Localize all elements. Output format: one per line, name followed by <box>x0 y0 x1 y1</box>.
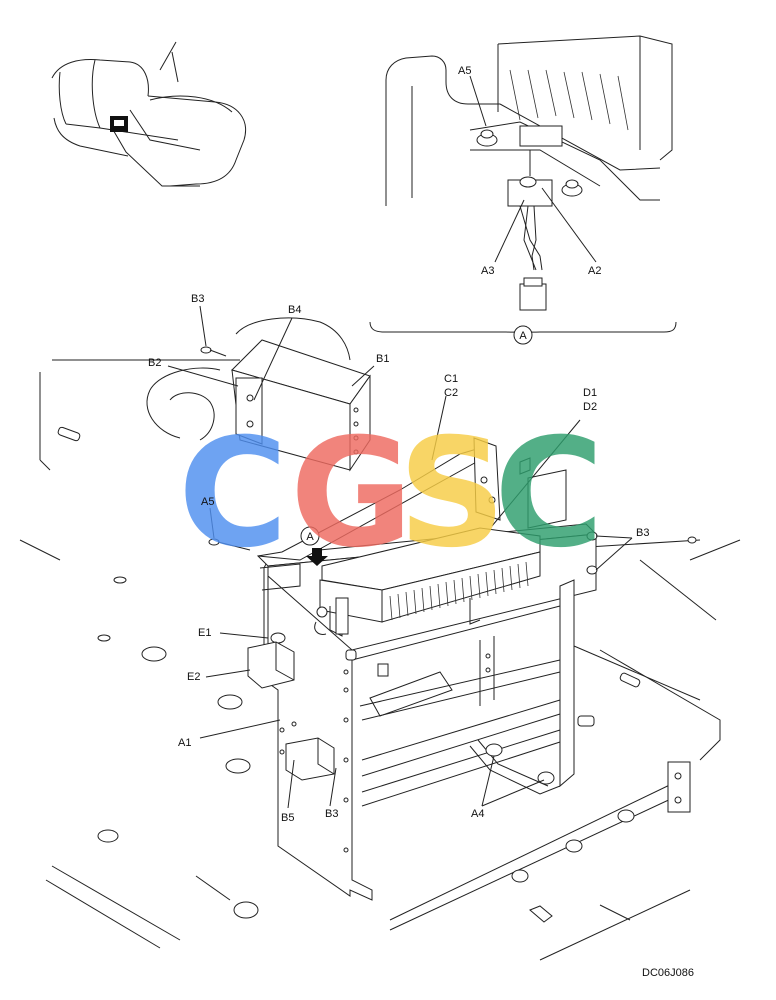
label-b1: B1 <box>376 353 389 365</box>
watermark-letter-c1: C <box>178 407 288 581</box>
label-b3-top: B3 <box>191 293 204 305</box>
watermark-letter-c2: C <box>494 407 604 581</box>
label-a4: A4 <box>471 808 484 820</box>
detail-marker-a-main: A <box>306 531 314 543</box>
seat-location-thumbnail <box>51 41 246 187</box>
label-e2: E2 <box>187 671 200 683</box>
label-a2: A2 <box>588 265 601 277</box>
label-a3: A3 <box>481 265 494 277</box>
label-a5-detail: A5 <box>458 65 471 77</box>
label-a1: A1 <box>178 737 191 749</box>
watermark-letter-g: G <box>290 407 413 581</box>
bolts <box>208 531 697 575</box>
label-d2: D2 <box>583 401 597 413</box>
watermark-letter-s: S <box>398 407 506 581</box>
watermark-cgsc: C G S C <box>178 407 604 581</box>
floor-plate-outlines <box>19 359 741 961</box>
document-code: DC06J086 <box>642 967 694 979</box>
label-b3-bottom: B3 <box>325 808 338 820</box>
label-c2: C2 <box>444 387 458 399</box>
label-e1: E1 <box>198 627 211 639</box>
leader-lines <box>167 305 633 809</box>
connector-b5 <box>285 737 335 781</box>
detail-arrow-a: A <box>300 526 328 566</box>
label-b4: B4 <box>288 304 301 316</box>
label-d1: D1 <box>583 387 597 399</box>
detail-view-a: A <box>369 35 677 345</box>
label-b2: B2 <box>148 357 161 369</box>
label-b5: B5 <box>281 812 294 824</box>
label-a5-main: A5 <box>201 496 214 508</box>
part-labels: A5 A3 A2 B3 B4 B2 B1 C1 C2 D1 D2 A5 B3 E… <box>148 65 649 824</box>
label-b3-right: B3 <box>636 527 649 539</box>
inverter-box-b1 <box>146 317 371 472</box>
bracket-c <box>257 437 567 637</box>
control-unit-d <box>319 527 541 625</box>
relay-e <box>247 632 295 689</box>
label-c1: C1 <box>444 373 458 385</box>
detail-marker-a-bottom: A <box>519 330 527 342</box>
